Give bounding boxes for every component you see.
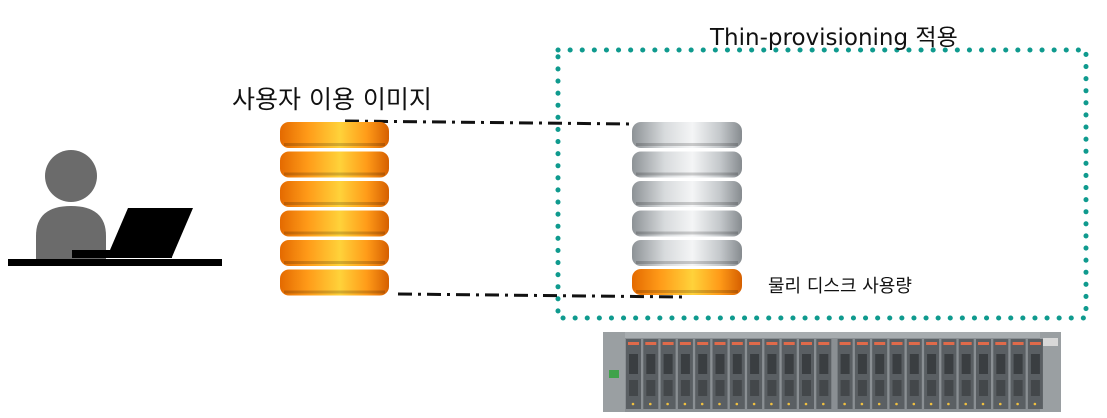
gray-disk-stack-icon: [632, 122, 742, 295]
user-at-laptop-icon: [8, 150, 222, 266]
gray-disk: [632, 181, 742, 207]
orange-disk: [280, 181, 389, 207]
user-image-label: 사용자 이용 이미지: [232, 85, 432, 114]
used-orange-disk: [632, 269, 742, 295]
orange-disk: [280, 122, 389, 148]
orange-disk: [280, 210, 389, 237]
orange-disk-stack-icon: [280, 122, 389, 296]
connector-lines: [344, 119, 686, 299]
thin-provisioning-title: Thin-provisioning 적용: [710, 25, 958, 51]
gray-disk: [632, 122, 742, 148]
orange-disk: [280, 151, 389, 178]
thin-provisioning-region: [555, 47, 1089, 321]
gray-disk: [632, 240, 742, 266]
orange-disk: [280, 269, 389, 296]
orange-disk: [280, 240, 389, 266]
storage-array-icon: [603, 332, 1061, 412]
gray-disk: [632, 210, 742, 237]
gray-disk: [632, 151, 742, 178]
physical-disk-usage-label: 물리 디스크 사용량: [768, 276, 912, 297]
